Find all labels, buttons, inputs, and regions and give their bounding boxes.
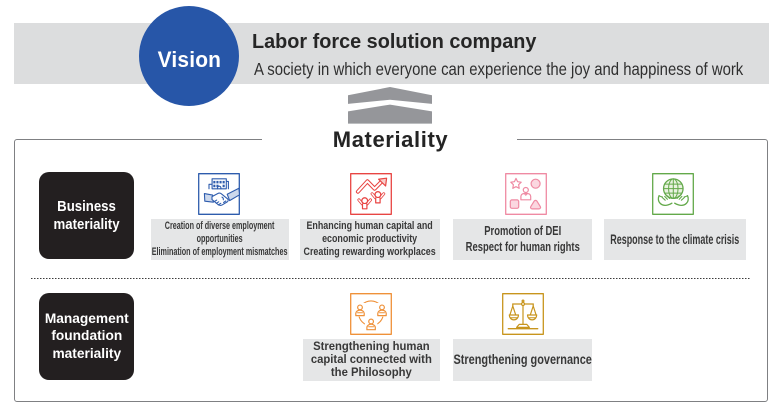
vision-subtitle: A society in which everyone can experien… — [254, 59, 744, 79]
label-governance: Strengthening governance — [453, 339, 592, 381]
label-climate-crisis: Response to the climate crisis — [604, 218, 746, 260]
label-human-capital-productivity: Enhancing human capital and economic pro… — [300, 218, 440, 260]
category-management-label: Management foundation materiality — [44, 309, 129, 361]
vision-badge: Vision — [139, 6, 239, 106]
label-dei-human-rights: Promotion of DEI Respect for human right… — [453, 218, 592, 260]
scales-icon — [501, 292, 544, 335]
category-business-label: Business materiality — [53, 197, 120, 233]
materiality-heading: Materiality — [332, 127, 449, 152]
vision-title: Labor force solution company — [251, 29, 536, 53]
frame-title-gap — [262, 136, 517, 143]
label-philosophy-human-capital: Strengthening human capital connected wi… — [303, 339, 440, 381]
category-business-materiality: Business materiality — [39, 172, 134, 259]
row-divider — [31, 278, 751, 280]
building-handshake-icon — [198, 173, 240, 215]
label-diverse-employment: Creation of diverse employment opportuni… — [151, 218, 289, 260]
dei-shapes-icon — [504, 173, 547, 215]
category-management-materiality: Management foundation materiality — [39, 292, 134, 380]
globe-in-hands-icon — [651, 173, 694, 215]
vision-badge-label: Vision — [157, 46, 221, 72]
chevron-up-icon — [348, 87, 432, 124]
growth-chart-people-icon — [350, 173, 392, 215]
people-network-icon — [350, 292, 392, 335]
